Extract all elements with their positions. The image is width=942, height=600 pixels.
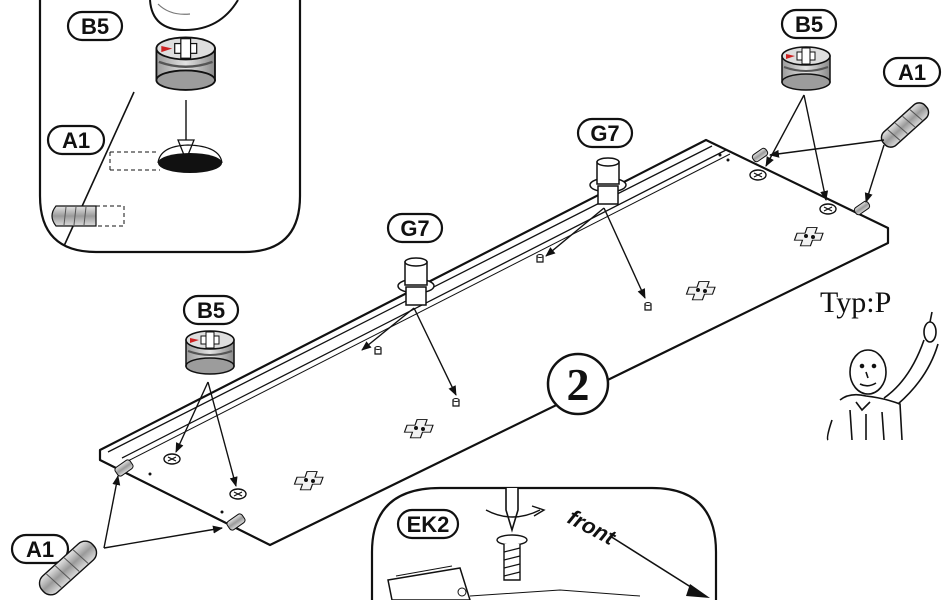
svg-text:G7: G7 (400, 216, 429, 241)
svg-text:A1: A1 (26, 537, 54, 562)
finger-icon (149, 0, 239, 32)
a1-arrows-bottom-left (103, 475, 223, 549)
g7-label-upper: G7 (576, 117, 634, 149)
svg-text:A1: A1 (62, 128, 90, 153)
step-number: 2 (546, 352, 610, 416)
screwdriver-icon (505, 488, 519, 533)
inset-cam-insertion (38, 0, 302, 254)
person-figure-icon (826, 311, 939, 441)
b5-label-inset: B5 (66, 10, 124, 42)
svg-text:G7: G7 (590, 121, 619, 146)
b5-arrows-left (175, 381, 238, 487)
g7-arrows (361, 207, 646, 396)
b5-label-top-right: B5 (780, 8, 838, 40)
a1-arrows-top-right (769, 139, 885, 203)
cam-lock-top-right (781, 46, 831, 91)
edge-dowels (114, 147, 871, 531)
svg-text:A1: A1 (898, 60, 926, 85)
svg-text:B5: B5 (795, 12, 823, 37)
g7-label-lower: G7 (386, 212, 444, 244)
type-note: Typ:P (820, 286, 891, 319)
g7-support-lower (397, 257, 435, 306)
a1-label-inset: A1 (46, 124, 106, 156)
inset-ek2 (370, 486, 718, 600)
ek2-label: EK2 (396, 508, 460, 540)
svg-text:EK2: EK2 (407, 512, 450, 537)
dowel-bottom-left (38, 540, 98, 596)
cam-lock-left (185, 330, 235, 375)
dowel-top-right (880, 102, 930, 148)
svg-text:B5: B5 (197, 298, 225, 323)
a1-label-bottom-left: A1 (10, 533, 70, 565)
svg-text:2: 2 (567, 359, 590, 410)
g7-support-upper (589, 157, 627, 205)
a1-label-top-right: A1 (882, 56, 942, 88)
b5-label-left: B5 (182, 294, 240, 326)
svg-text:B5: B5 (81, 14, 109, 39)
